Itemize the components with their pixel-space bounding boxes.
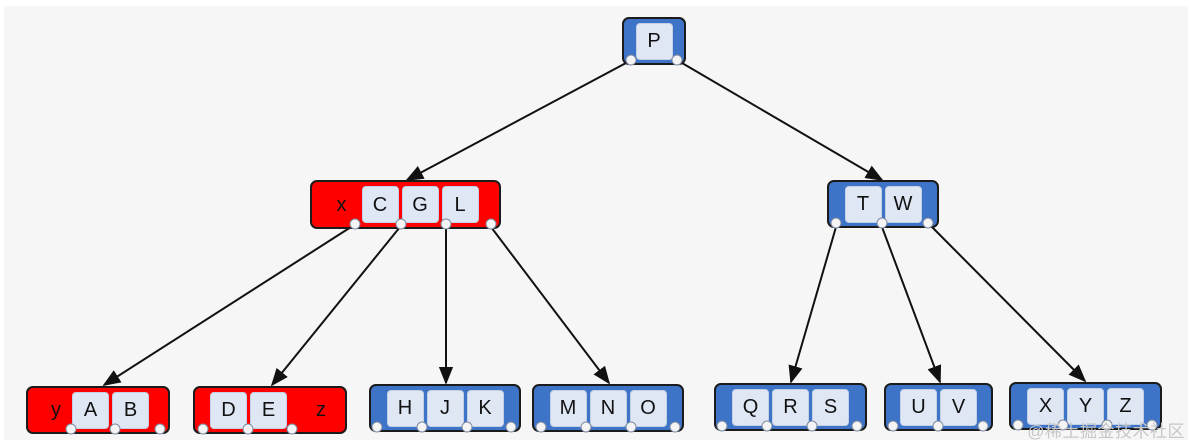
key-cell: U bbox=[900, 388, 937, 426]
tree-edge bbox=[788, 226, 837, 384]
marker-label: y bbox=[51, 399, 61, 421]
key-cell: C bbox=[361, 186, 399, 223]
key-cell: E bbox=[250, 391, 287, 429]
key-cell: L bbox=[441, 186, 479, 223]
tree-edge bbox=[881, 226, 942, 384]
tree-edge bbox=[681, 62, 884, 181]
marker-label: x bbox=[336, 193, 347, 216]
pointer-dot bbox=[349, 218, 361, 230]
key-cell: W bbox=[884, 185, 922, 223]
tree-edge bbox=[405, 62, 627, 181]
key-cell: S bbox=[812, 388, 849, 426]
pointer-dot bbox=[440, 218, 452, 230]
key-cell: M bbox=[549, 389, 587, 427]
pointer-dot bbox=[922, 217, 934, 229]
pointer-dot bbox=[535, 421, 547, 433]
pointer-dot bbox=[932, 420, 944, 432]
pointer-dot bbox=[625, 421, 637, 433]
marker-label: z bbox=[316, 399, 326, 421]
tree-edge bbox=[490, 226, 611, 385]
pointer-dot bbox=[887, 420, 899, 432]
key-cell: G bbox=[401, 186, 439, 223]
root-node: P bbox=[622, 17, 686, 65]
pointer-dot bbox=[461, 421, 473, 433]
pointer-dot bbox=[242, 423, 254, 435]
watermark-text: @稀土掘金技术社区 bbox=[1027, 422, 1185, 441]
pointer-dot bbox=[1012, 419, 1024, 431]
key-cell: Y bbox=[1067, 387, 1104, 425]
key-cell: H bbox=[386, 389, 424, 427]
leaf-node-7: X Y Z bbox=[1009, 382, 1162, 430]
pointer-dot bbox=[876, 217, 888, 229]
pointer-dot bbox=[154, 423, 166, 435]
pointer-dot bbox=[761, 420, 773, 432]
pointer-dot bbox=[197, 423, 209, 435]
pointer-dot bbox=[109, 423, 121, 435]
key-cell: N bbox=[589, 389, 627, 427]
pointer-dot bbox=[395, 218, 407, 230]
key-cell: B bbox=[112, 391, 149, 429]
pointer-dot bbox=[286, 423, 298, 435]
key-cell: P bbox=[635, 22, 673, 60]
key-cell: X bbox=[1027, 387, 1064, 425]
key-cell: Q bbox=[732, 388, 769, 426]
pointer-dot bbox=[485, 218, 497, 230]
key-cell: K bbox=[466, 389, 504, 427]
leaf-node-1: y A B bbox=[26, 386, 170, 434]
tree-edge bbox=[102, 226, 352, 386]
key-cell: A bbox=[72, 391, 109, 429]
pointer-dot bbox=[806, 420, 818, 432]
pointer-dot bbox=[830, 217, 842, 229]
pointer-dot bbox=[580, 421, 592, 433]
tree-edge bbox=[270, 226, 401, 387]
tree-edge bbox=[931, 226, 1087, 383]
leaf-node-5: Q R S bbox=[714, 383, 867, 431]
key-cell: D bbox=[210, 391, 247, 429]
pointer-dot bbox=[65, 423, 77, 435]
pointer-dot bbox=[505, 421, 517, 433]
pointer-dot bbox=[716, 420, 728, 432]
key-cell: Z bbox=[1107, 387, 1144, 425]
key-cell: V bbox=[940, 388, 977, 426]
leaf-node-4: M N O bbox=[532, 384, 684, 432]
key-cell: R bbox=[772, 388, 809, 426]
leaf-node-3: H J K bbox=[369, 384, 521, 432]
pointer-dot bbox=[851, 420, 863, 432]
pointer-dot bbox=[1057, 419, 1069, 431]
pointer-dot bbox=[1101, 419, 1113, 431]
pointer-dot bbox=[1146, 419, 1158, 431]
key-cell: J bbox=[426, 389, 464, 427]
pointer-dot bbox=[625, 54, 637, 66]
key-cell: O bbox=[629, 389, 667, 427]
pointer-dot bbox=[669, 421, 681, 433]
leaf-node-2: D E z bbox=[193, 386, 347, 434]
pointer-dot bbox=[416, 421, 428, 433]
pointer-dot bbox=[671, 54, 683, 66]
pointer-dot bbox=[371, 421, 383, 433]
pointer-dot bbox=[977, 420, 989, 432]
key-cell: T bbox=[844, 185, 882, 223]
